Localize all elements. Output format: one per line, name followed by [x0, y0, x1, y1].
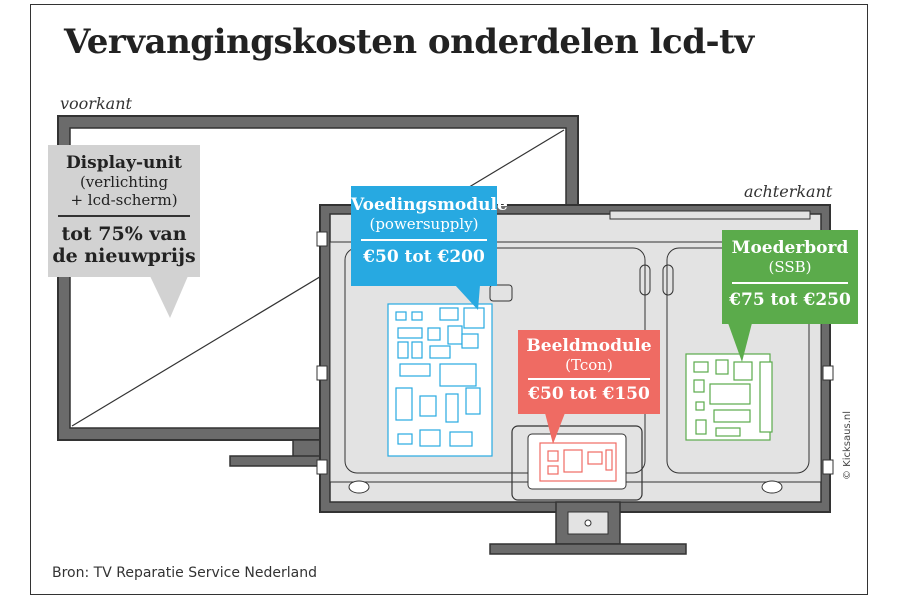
- power-supply-board: [387, 303, 493, 457]
- credit-note: © Kicksaus.nl: [842, 411, 853, 480]
- display-unit-divider: [58, 215, 190, 217]
- source-note: Bron: TV Reparatie Service Nederland: [52, 565, 317, 581]
- tcon-module-divider: [528, 378, 650, 380]
- display-unit-sub1: (verlichting: [79, 173, 169, 191]
- display-unit-price2: de nieuwprijs: [52, 244, 196, 267]
- display-unit-name: Display-unit: [65, 153, 183, 173]
- tcon-module-price: €50 tot €150: [528, 383, 650, 404]
- power-module-sub: (powersupply): [369, 215, 479, 233]
- back-label: achterkant: [744, 182, 833, 201]
- tcon-module-sub: (Tcon): [565, 356, 613, 374]
- motherboard-divider: [732, 282, 848, 284]
- display-unit-price1: tot 75% van: [61, 222, 187, 245]
- front-label: voorkant: [60, 94, 132, 113]
- back-stand-base: [489, 543, 687, 555]
- display-callout-pointer: [150, 276, 188, 318]
- power-module-divider: [361, 239, 487, 241]
- power-module-price: €50 tot €200: [363, 246, 485, 267]
- tcon-module-name: Beeldmodule: [526, 336, 652, 356]
- power-module-name: Voedingsmodule: [351, 195, 508, 215]
- motherboard-board: [685, 353, 773, 441]
- display-unit-sub2: + lcd-scherm): [70, 191, 178, 209]
- motherboard-price: €75 tot €250: [729, 289, 851, 310]
- power-module-callout: Voedingsmodule (powersupply) €50 tot €20…: [351, 186, 508, 286]
- tcon-module-callout: Beeldmodule (Tcon) €50 tot €150: [518, 330, 660, 414]
- power-callout-pointer: [455, 285, 480, 310]
- screen-reflection-line: [71, 129, 565, 427]
- tcon-callout-pointer: [545, 413, 565, 444]
- motherboard-callout: Moederbord (SSB) €75 tot €250: [722, 230, 858, 324]
- tcon-board: [539, 442, 617, 482]
- motherboard-sub: (SSB): [768, 258, 812, 276]
- display-unit-callout: Display-unit (verlichting + lcd-scherm) …: [48, 145, 200, 277]
- motherboard-callout-pointer: [728, 323, 752, 362]
- page-title: Vervangingskosten onderdelen lcd-tv: [64, 22, 754, 62]
- motherboard-name: Moederbord: [731, 238, 849, 258]
